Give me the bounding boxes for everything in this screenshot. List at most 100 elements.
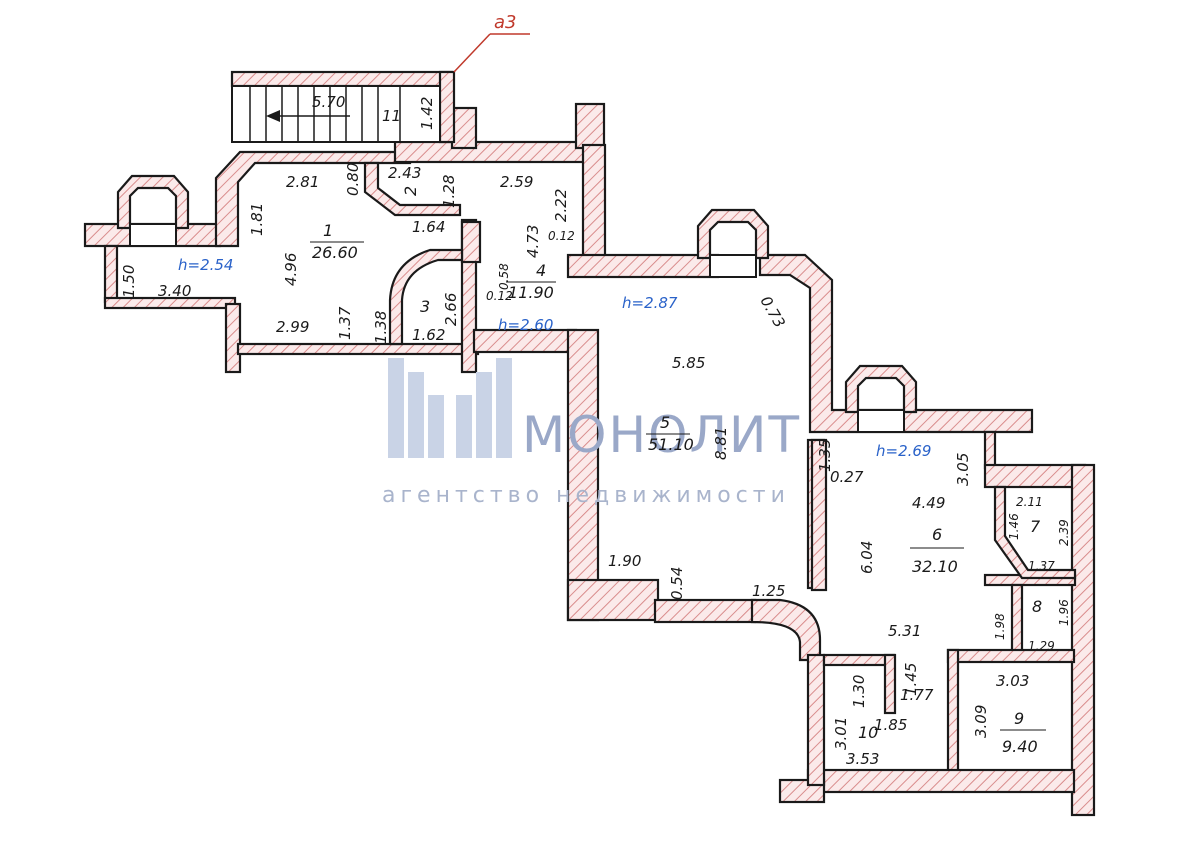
dimension: 2.66 bbox=[442, 293, 460, 326]
wall-segment bbox=[983, 463, 1087, 489]
room-6: 6 32.10 1.35 0.27 4.49 3.05 6.04 5.31 bbox=[816, 439, 972, 640]
brand-tagline: агентство недвижимости bbox=[382, 483, 790, 508]
dimension: 3.40 bbox=[158, 282, 191, 300]
room-number: 3 bbox=[420, 297, 430, 316]
wall-segment bbox=[946, 648, 960, 774]
dimension: 3.09 bbox=[972, 705, 990, 738]
dimension: 1.37 bbox=[1028, 559, 1055, 573]
stair-arrow-head bbox=[266, 110, 280, 122]
dimension: 1.50 bbox=[120, 265, 138, 298]
dimension: 4.49 bbox=[912, 494, 945, 512]
dimension: 5.31 bbox=[888, 622, 921, 640]
dimension: 1.37 bbox=[336, 306, 354, 340]
dimension: 1.35 bbox=[816, 439, 834, 472]
dimension: 4.73 bbox=[524, 225, 542, 258]
wall-segment bbox=[810, 438, 828, 592]
dimension: 1.38 bbox=[372, 311, 390, 344]
dimension: 0.73 bbox=[757, 293, 789, 331]
wall-segment bbox=[460, 220, 482, 264]
dimension: 1.77 bbox=[900, 686, 934, 704]
wall-segment bbox=[224, 302, 242, 374]
wall-segment bbox=[822, 653, 896, 667]
room-number: 10 bbox=[858, 723, 878, 742]
room-7: 7 2.11 1.46 2.39 1.37 bbox=[1007, 495, 1071, 573]
brand-name: МОНОЛИТ bbox=[522, 406, 801, 464]
room-4: 4 11.90 2.59 2.22 4.73 0.12 0.58 0.12 bbox=[486, 173, 575, 303]
stair-steps bbox=[249, 86, 401, 142]
room-3: 3 1.38 2.66 1.62 bbox=[372, 293, 460, 344]
dimension: 1.85 bbox=[874, 716, 907, 734]
dimension: 3.05 bbox=[954, 453, 972, 486]
stair-width: 1.42 bbox=[418, 97, 436, 130]
wall-segment bbox=[388, 248, 464, 346]
room-10: 10 1.45 1.77 1.30 1.85 3.01 3.53 bbox=[832, 663, 934, 768]
window-bay bbox=[696, 208, 770, 260]
room-number: 2 bbox=[401, 186, 420, 196]
dimension: 1.90 bbox=[608, 552, 641, 570]
dimension: 1.29 bbox=[1028, 639, 1055, 653]
room-area: 9.40 bbox=[1002, 737, 1038, 756]
dimension: 2.81 bbox=[286, 173, 319, 191]
stair-a3: а3 5.70 11 1.42 bbox=[230, 12, 530, 144]
wall-segment bbox=[946, 648, 1076, 664]
dimension: 2.22 bbox=[552, 189, 570, 222]
dimension: 3.53 bbox=[846, 750, 879, 768]
window-bay bbox=[116, 174, 190, 230]
wall-segment bbox=[566, 578, 660, 622]
dimension: 1.62 bbox=[412, 326, 445, 344]
dimension: 2.39 bbox=[1057, 519, 1071, 546]
height-label: h=2.69 bbox=[876, 442, 931, 460]
window bbox=[709, 254, 757, 278]
dimension: 1.46 bbox=[1007, 513, 1021, 540]
wall-segment bbox=[214, 150, 412, 248]
room-number: 8 bbox=[1032, 597, 1042, 616]
room-number: 1 bbox=[323, 221, 333, 240]
wall-segment bbox=[806, 653, 826, 787]
wall-segment bbox=[103, 244, 119, 304]
dimension: 1.30 bbox=[850, 675, 868, 708]
room-number: 5 bbox=[660, 413, 670, 432]
wall-segment bbox=[393, 140, 587, 164]
dimension: 0.54 bbox=[668, 567, 686, 600]
dimension: 5.85 bbox=[672, 354, 705, 372]
dimension: 8.81 bbox=[712, 427, 730, 460]
window bbox=[129, 223, 177, 247]
stair-wall bbox=[438, 70, 456, 144]
stair-label: а3 bbox=[494, 12, 516, 33]
wall-segment bbox=[653, 598, 757, 624]
wall-segment bbox=[236, 342, 480, 356]
room-1: 1 26.60 2.81 0.80 1.81 4.96 1.64 1.50 3.… bbox=[120, 163, 445, 340]
room-number: 6 bbox=[932, 525, 942, 544]
dimension: 1.64 bbox=[412, 218, 445, 236]
leader-line bbox=[453, 33, 491, 73]
height-label: h=2.54 bbox=[178, 256, 233, 274]
dimension: 0.12 bbox=[486, 289, 513, 303]
stair-wall bbox=[230, 70, 454, 88]
window bbox=[857, 409, 905, 433]
room-8: 8 1.98 1.96 1.29 bbox=[993, 597, 1071, 653]
window-bay bbox=[844, 364, 918, 414]
dimension: 0.58 bbox=[497, 263, 511, 290]
dimension: 1.28 bbox=[440, 175, 458, 208]
room-number: 9 bbox=[1014, 709, 1024, 728]
dimension: 1.81 bbox=[248, 203, 266, 236]
wall-segment bbox=[450, 106, 478, 150]
wall-segment bbox=[993, 485, 1077, 580]
dimension: 1.45 bbox=[902, 663, 920, 696]
wall-segment bbox=[566, 253, 720, 279]
dimension: 3.01 bbox=[832, 717, 850, 750]
dimension: 2.99 bbox=[276, 318, 309, 336]
wall-segment bbox=[1010, 583, 1024, 657]
dimension: 1.98 bbox=[993, 613, 1007, 640]
wall-segment bbox=[758, 253, 1034, 434]
wall-segment bbox=[1070, 463, 1096, 817]
height-label: h=2.87 bbox=[622, 294, 678, 312]
room-area: 51.10 bbox=[648, 435, 694, 454]
wall-segment bbox=[363, 161, 462, 217]
window-bays bbox=[116, 174, 918, 433]
dimension: 2.43 bbox=[388, 164, 421, 182]
dimension: 0.27 bbox=[830, 468, 864, 486]
dimension: 2.11 bbox=[1016, 495, 1043, 509]
room-area: 11.90 bbox=[508, 283, 554, 302]
